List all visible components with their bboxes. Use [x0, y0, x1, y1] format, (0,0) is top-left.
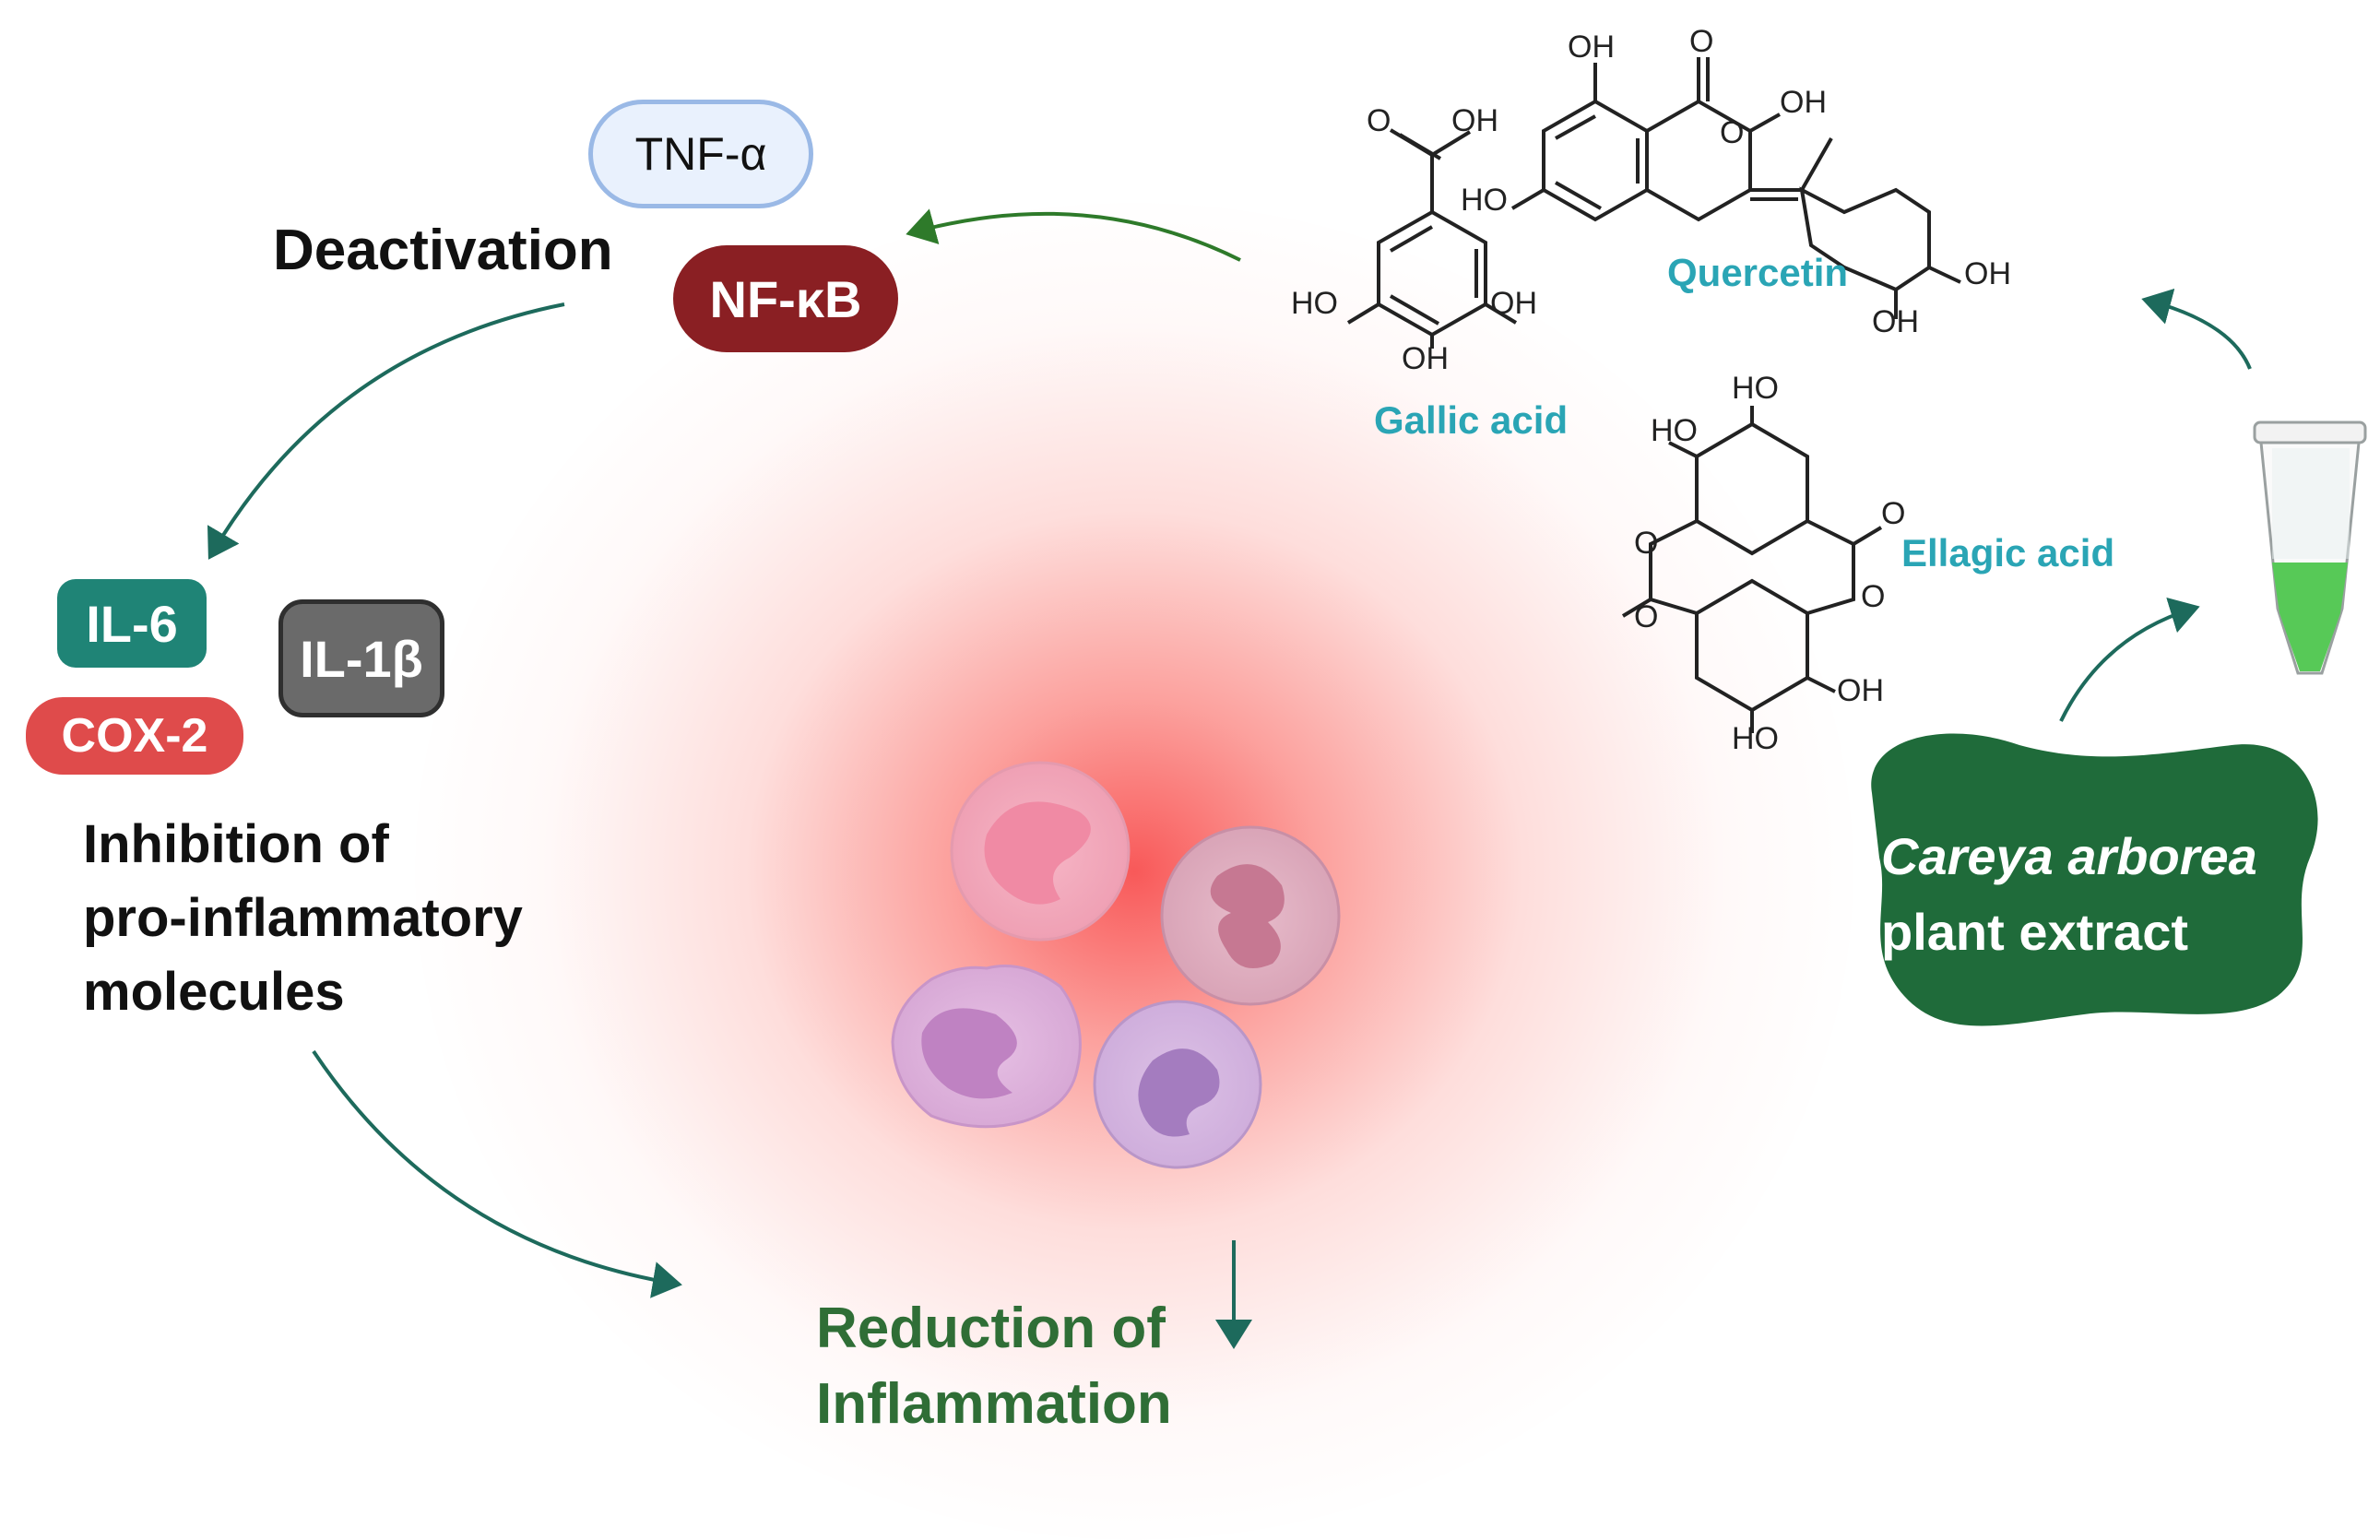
ellagic-acid-label: Ellagic acid	[1901, 531, 2115, 575]
tnf-alpha-label: TNF-α	[588, 100, 813, 208]
inhibition-line-2: pro-inflammatory	[83, 888, 523, 948]
il-6-label: IL-6	[57, 579, 207, 668]
gallic-oh-right-label: OH	[1490, 286, 1537, 321]
neutrophil-cell-icon	[1160, 825, 1341, 1006]
arrow-leaf-to-tube	[2059, 597, 2200, 722]
gallic-o-label: O	[1367, 103, 1391, 138]
quercetin-structure	[1510, 57, 1961, 319]
quercetin-keto-o-label: O	[1689, 24, 1713, 59]
ellagic-ring-o-right-label: O	[1861, 579, 1885, 614]
ellagic-acid-structure	[1621, 406, 1883, 733]
quercetin-label: Quercetin	[1667, 251, 1849, 294]
gallic-oh-label: OH	[1451, 103, 1498, 138]
ellagic-keto-o-right-label: O	[1881, 496, 1905, 531]
quercetin-ho-label: HO	[1461, 183, 1508, 218]
ellagic-keto-o-left-label: O	[1634, 599, 1658, 634]
plant-extract-label: Careya arborea plant extract	[1881, 819, 2315, 970]
arrow-deactivation-to-cytokines	[207, 302, 565, 560]
inhibition-label: Inhibition of pro-inflammatory molecules	[83, 808, 673, 1029]
quercetin-oh-label: OH	[1780, 85, 1827, 120]
arrow-extract-to-nfkb	[906, 208, 1241, 262]
gallic-acid-structure	[1346, 128, 1518, 349]
neutrophil-cell-icon	[891, 965, 1082, 1129]
cox-2-label: COX-2	[26, 697, 243, 775]
ellagic-oh-right-label: OH	[1837, 673, 1884, 708]
gallic-ho-label: HO	[1291, 286, 1338, 321]
neutrophil-cell-icon	[1093, 1000, 1262, 1169]
inhibition-line-1: Inhibition of	[83, 814, 389, 874]
quercetin-oh-top-label: OH	[1568, 30, 1615, 65]
ellagic-ho-top-label: HO	[1732, 371, 1779, 406]
ellagic-ring-o-left-label: O	[1634, 526, 1658, 561]
neutrophil-cell-icon	[950, 761, 1131, 942]
inhibition-line-3: molecules	[83, 962, 345, 1022]
deactivation-label: Deactivation	[273, 219, 613, 282]
inflammation-glow	[415, 203, 1853, 1540]
quercetin-ring-o-label: O	[1720, 115, 1744, 150]
nf-kb-label: NF-κB	[673, 245, 898, 352]
reduction-line-2: Inflammation	[816, 1372, 1172, 1436]
quercetin-oh-bottom-label: OH	[1872, 304, 1919, 339]
reduction-line-1: Reduction of	[816, 1297, 1166, 1360]
gallic-oh-bottom-label: OH	[1402, 341, 1449, 376]
il-1b-label: IL-1β	[278, 599, 444, 717]
extract-text: plant extract	[1881, 903, 2188, 961]
reduction-label: Reduction of Inflammation	[816, 1291, 1296, 1442]
quercetin-oh-right-label: OH	[1964, 256, 2011, 291]
ellagic-ho-bottom-label: HO	[1732, 721, 1779, 756]
gallic-acid-label: Gallic acid	[1374, 398, 1569, 442]
species-name: Careya arborea	[1881, 827, 2257, 885]
arrow-tube-to-compounds	[2141, 288, 2252, 370]
arrow-inhibition-to-reduction	[312, 1049, 682, 1298]
microcentrifuge-tube-icon	[2253, 421, 2367, 675]
ellagic-ho-left-label: HO	[1651, 413, 1698, 448]
leaf-blob-icon	[1871, 733, 2318, 1026]
